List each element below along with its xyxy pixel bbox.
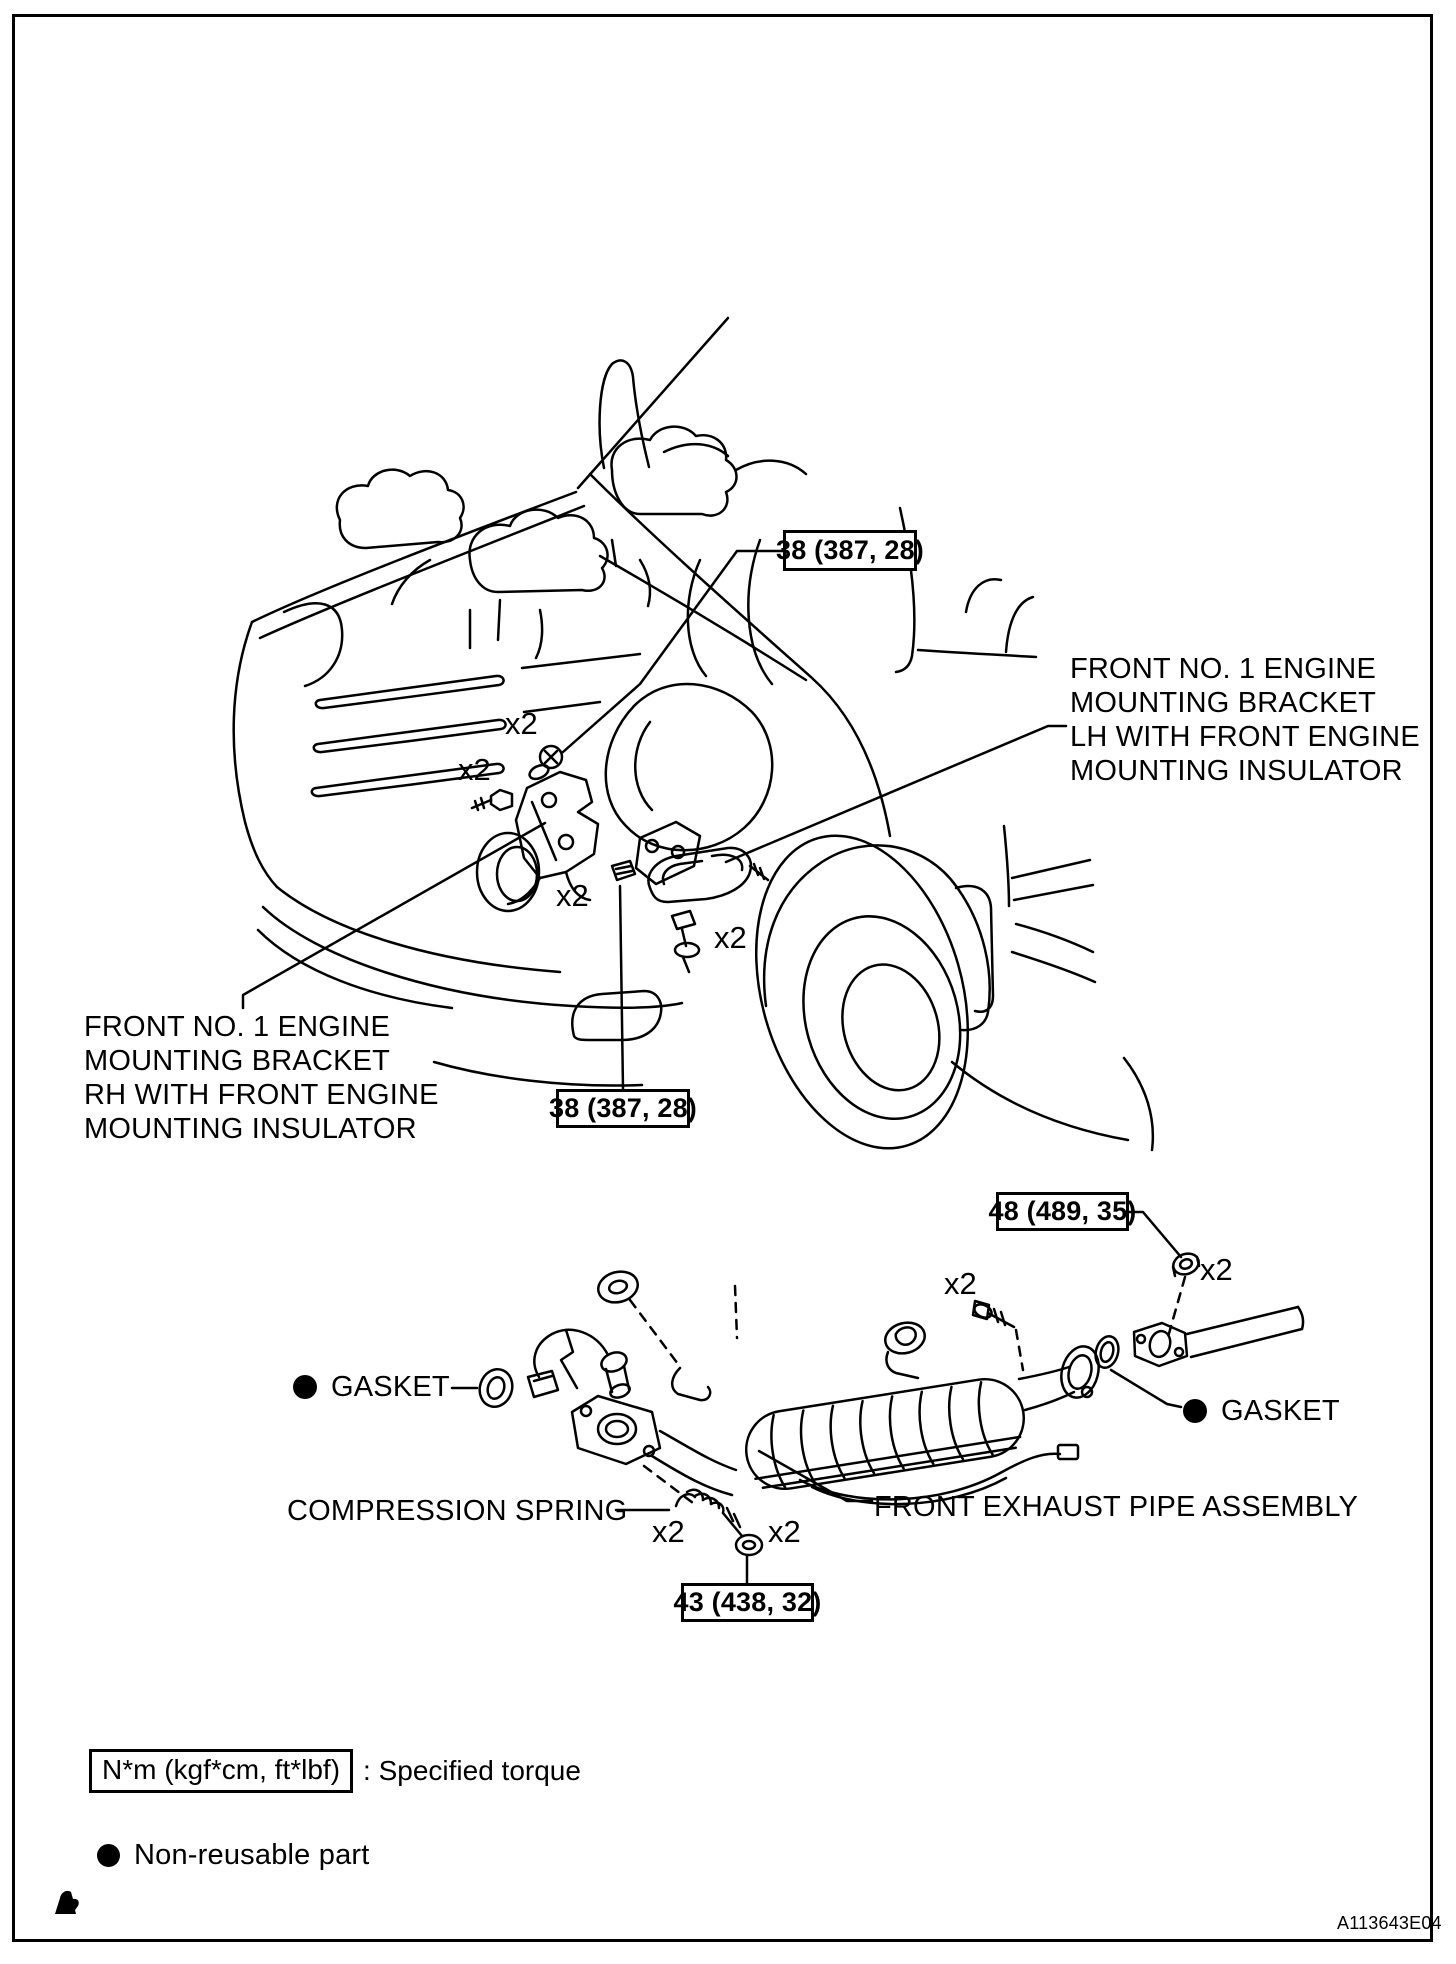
front-flange-drawing xyxy=(570,1394,662,1466)
bolt-icon xyxy=(670,909,701,974)
label-bracket-rh: FRONT NO. 1 ENGINE MOUNTING BRACKET RH W… xyxy=(84,1010,439,1146)
label-line: FRONT NO. 1 ENGINE xyxy=(84,1011,390,1043)
quantity-marker: x2 xyxy=(652,1514,685,1549)
bolt-icon xyxy=(971,1299,1016,1329)
compression-spring-drawing xyxy=(674,1488,725,1515)
label-line: MOUNTING INSULATOR xyxy=(1070,755,1403,787)
gasket-left-ring xyxy=(478,1368,514,1408)
hanger-grommet-icon xyxy=(597,1270,639,1304)
dashed-alignment-lines xyxy=(628,1275,1187,1505)
label-line: FRONT NO. 1 ENGINE xyxy=(1070,653,1376,685)
mounting-bracket-lh-drawing xyxy=(610,820,770,974)
label-gasket-left: GASKET xyxy=(293,1370,450,1404)
legend-torque-units-box: N*m (kgf*cm, ft*lbf) xyxy=(89,1749,354,1793)
label-gasket-right: GASKET xyxy=(1183,1394,1340,1428)
label-line: MOUNTING BRACKET xyxy=(1070,687,1377,719)
oxygen-sensor-drawing xyxy=(526,1328,631,1399)
label-exhaust-pipe-assembly: FRONT EXHAUST PIPE ASSEMBLY xyxy=(874,1491,1359,1523)
quantity-marker: x2 xyxy=(768,1514,801,1549)
non-reusable-icon xyxy=(1183,1399,1207,1423)
bolt-icon xyxy=(721,1506,764,1557)
gasket-right-ring xyxy=(1094,1335,1120,1369)
nut-icon xyxy=(610,859,637,882)
quantity-marker: x2 xyxy=(556,878,589,913)
label-compression-spring: COMPRESSION SPRING xyxy=(287,1495,628,1527)
non-reusable-icon xyxy=(97,1843,120,1867)
catalytic-converter-drawing xyxy=(744,1377,1026,1491)
torque-tag-exhaust-rear-nut: 48 (489, 35) xyxy=(989,1192,1136,1231)
torque-tag-engine-mount-upper: 38 (387, 28) xyxy=(776,530,924,571)
label-line: RH WITH FRONT ENGINE xyxy=(84,1079,439,1111)
mounting-bracket-rh-drawing xyxy=(470,744,600,906)
non-reusable-icon xyxy=(293,1375,317,1399)
legend-torque-caption: : Specified torque xyxy=(363,1755,581,1786)
torque-tag-engine-mount-lower: 38 (387, 28) xyxy=(549,1089,697,1128)
label-line: MOUNTING INSULATOR xyxy=(84,1113,417,1145)
quantity-marker: x2 xyxy=(714,920,747,955)
legend-torque: N*m (kgf*cm, ft*lbf) : Specified torque xyxy=(89,1749,581,1793)
label-line: MOUNTING BRACKET xyxy=(84,1045,391,1077)
quantity-marker: x2 xyxy=(944,1266,977,1301)
exhaust-assembly-drawing xyxy=(478,1252,1305,1557)
torque-tag-exhaust-front-bolt: 43 (438, 32) xyxy=(674,1583,821,1622)
label-bracket-lh: FRONT NO. 1 ENGINE MOUNTING BRACKET LH W… xyxy=(1070,652,1420,788)
vehicle-body-outline xyxy=(232,316,1155,1152)
gasket-left-text: GASKET xyxy=(331,1371,450,1403)
quantity-marker: x2 xyxy=(505,706,538,741)
figure-marker-icon xyxy=(55,1890,79,1914)
bolt-icon xyxy=(528,744,564,781)
bolt-icon xyxy=(470,788,514,812)
hanger-grommet-icon xyxy=(884,1321,926,1355)
label-line: LH WITH FRONT ENGINE xyxy=(1070,721,1420,753)
figure-code: A113643E04 xyxy=(1337,1913,1442,1933)
engine-assembly-sketch xyxy=(335,425,808,852)
quantity-marker: x2 xyxy=(458,752,491,787)
legend-non-reusable: Non-reusable part xyxy=(97,1838,370,1872)
quantity-marker: x2 xyxy=(1200,1252,1233,1287)
front-wheel-drawing xyxy=(754,834,970,1150)
gasket-right-text: GASKET xyxy=(1221,1395,1340,1427)
rear-flange-drawing xyxy=(1132,1305,1305,1368)
legend-non-reusable-caption: Non-reusable part xyxy=(134,1839,370,1871)
